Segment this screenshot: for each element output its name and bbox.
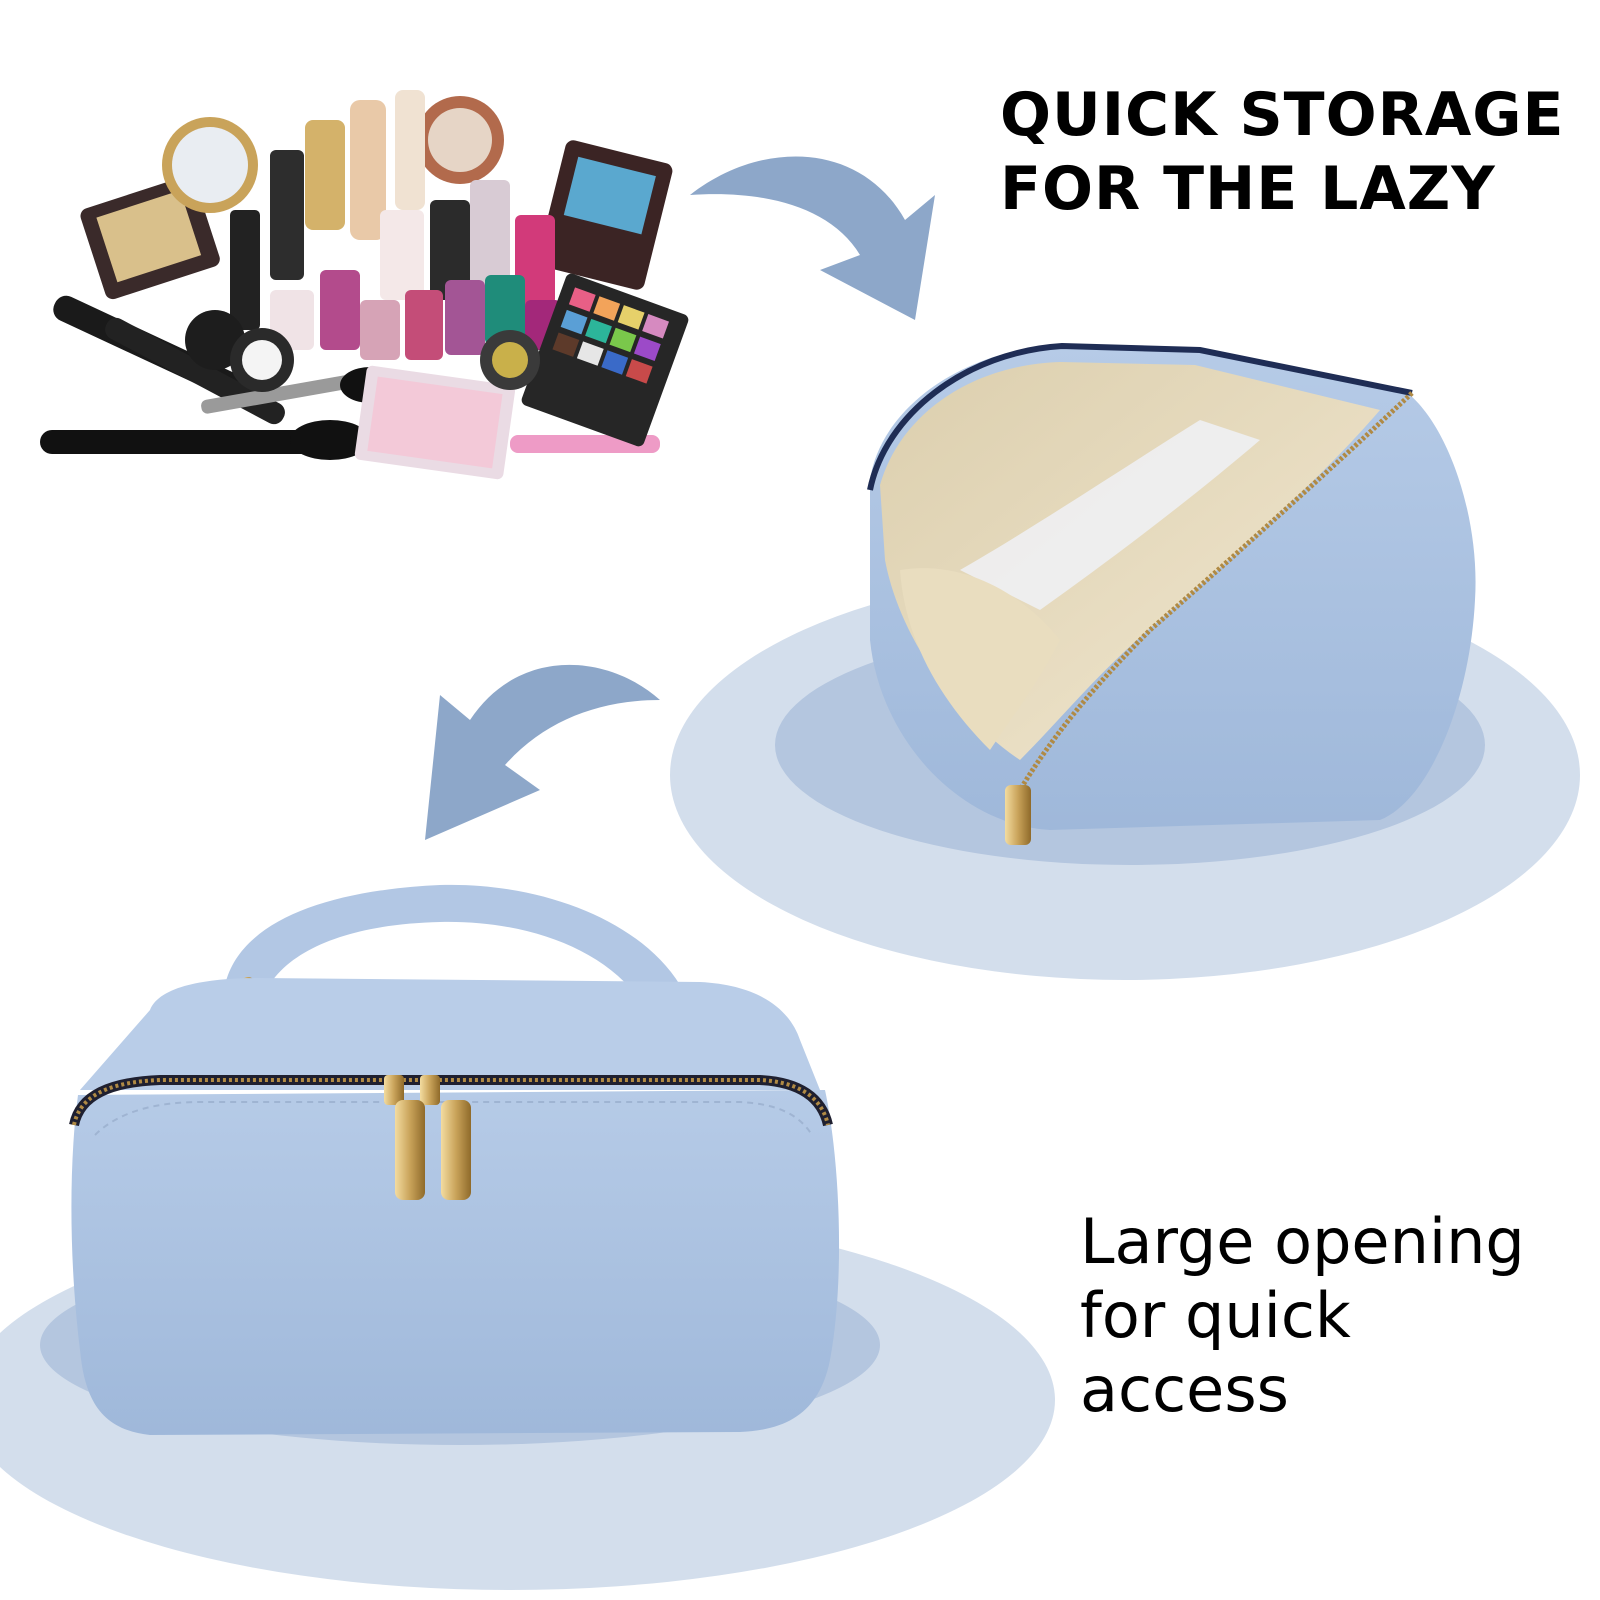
curved-arrow-right-icon [690,156,935,320]
open-bag [867,342,1476,845]
closed-bag [69,884,840,1435]
caption-line-3: access [1080,1353,1289,1426]
curved-arrow-left-icon [425,664,660,840]
caption-line-1: Large opening [1080,1205,1525,1278]
headline-line-2: FOR THE LAZY [1000,154,1496,224]
headline-line-1: QUICK STORAGE [1000,80,1565,150]
feature-caption: Large opening for quick access [1080,1205,1580,1427]
cosmetics-pile [40,90,689,480]
headline: QUICK STORAGE FOR THE LAZY [1000,78,1580,226]
caption-line-2: for quick [1080,1279,1351,1352]
